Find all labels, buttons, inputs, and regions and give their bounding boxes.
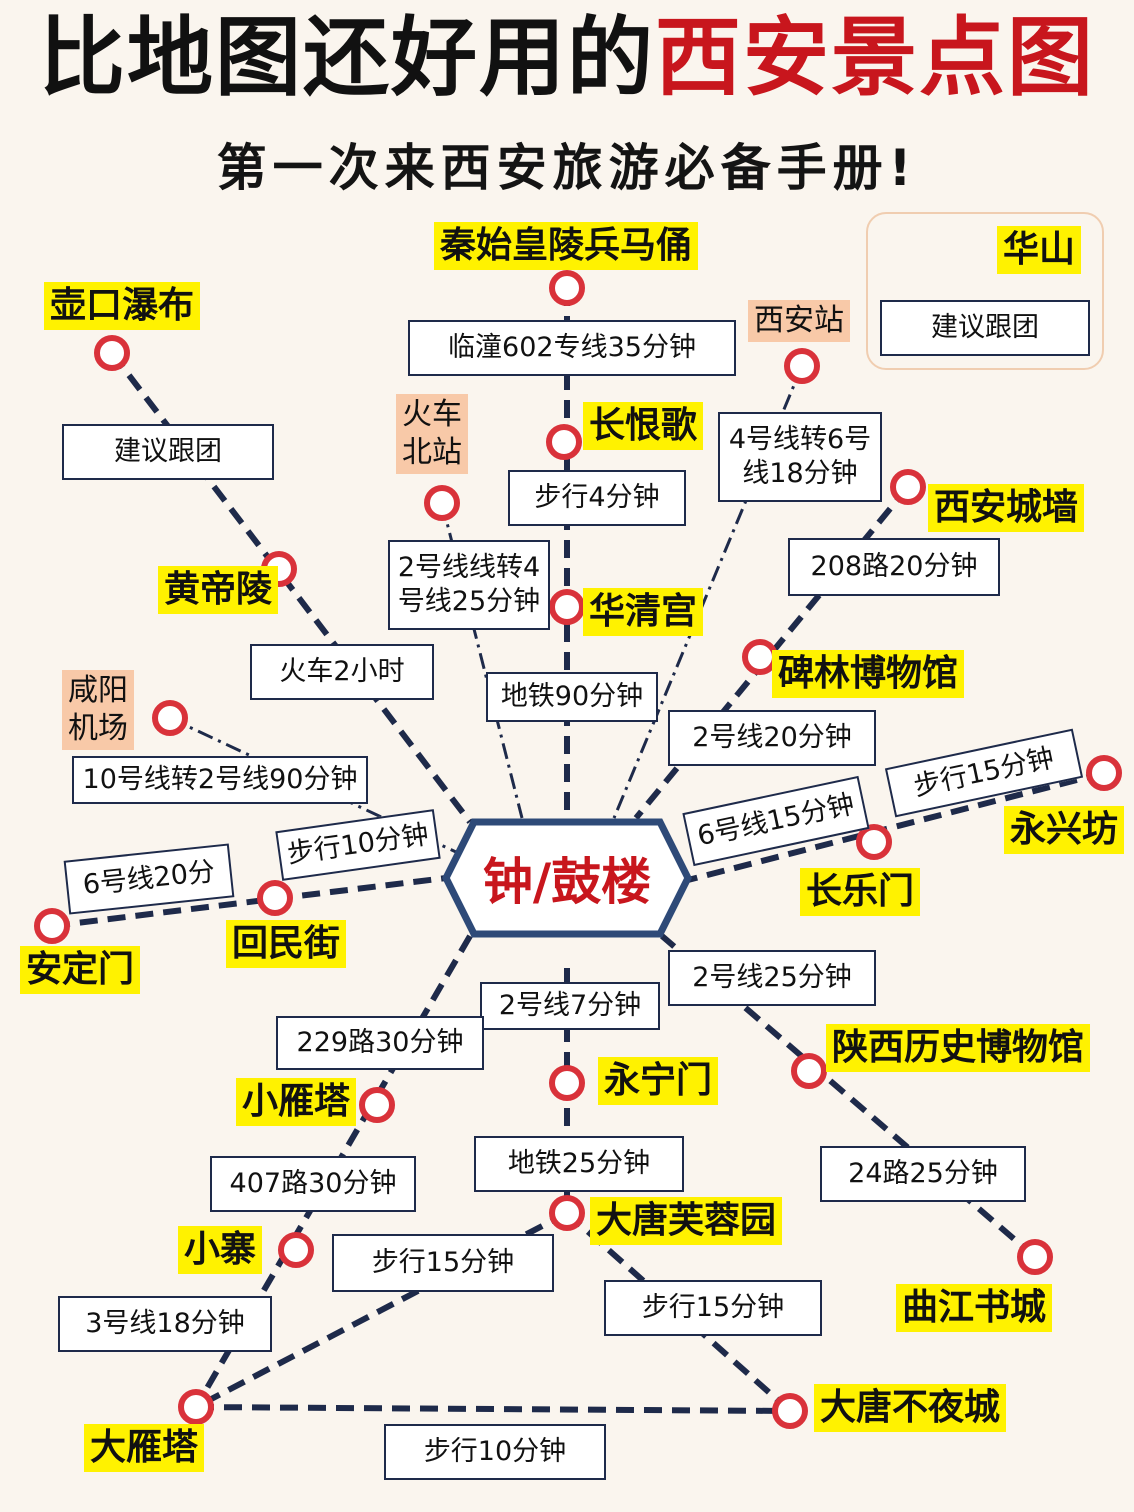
route-box-r17: 229路30分钟 <box>276 1016 484 1070</box>
route-box-r23: 3号线18分钟 <box>58 1296 272 1352</box>
route-box-r2: 建议跟团 <box>62 424 274 480</box>
spot-citywall[interactable]: 西安城墙 <box>928 484 1085 532</box>
node-yongxingfang[interactable] <box>1086 755 1122 791</box>
spot-beilin[interactable]: 碑林博物馆 <box>772 650 965 698</box>
spot-changlemen[interactable]: 长乐门 <box>800 868 921 916</box>
spot-yongning[interactable]: 永宁门 <box>598 1057 719 1105</box>
node-furong[interactable] <box>549 1195 585 1231</box>
route-box-r16: 2号线7分钟 <box>480 982 660 1030</box>
node-hukou[interactable] <box>94 335 130 371</box>
line-xian-station <box>612 365 804 819</box>
node-shaanxi-museum[interactable] <box>791 1053 827 1089</box>
route-box-r8: 地铁90分钟 <box>486 672 658 722</box>
node-anding[interactable] <box>34 908 70 944</box>
station-xian[interactable]: 西安站 <box>748 300 850 342</box>
hub-label[interactable]: 钟/鼓楼 <box>482 853 652 911</box>
spot-hukou[interactable]: 壶口瀑布 <box>44 282 201 330</box>
line-biggoose-buye <box>195 1404 791 1414</box>
node-huaqing[interactable] <box>549 589 585 625</box>
title-accent: 西安景点图 <box>655 8 1095 108</box>
node-beilin[interactable] <box>742 639 778 675</box>
spot-xiaozhai[interactable]: 小寨 <box>178 1226 263 1274</box>
route-box-r21: 步行15分钟 <box>332 1234 554 1292</box>
route-box-r18: 地铁25分钟 <box>474 1136 684 1192</box>
spot-furong[interactable]: 大唐芙蓉园 <box>590 1197 783 1245</box>
node-yongning[interactable] <box>549 1065 585 1101</box>
route-box-r15: 2号线25分钟 <box>668 950 876 1006</box>
hub-hexagon[interactable] <box>442 818 692 938</box>
page-title: 比地图还好用的西安景点图 <box>0 6 1134 110</box>
route-box-r4: 4号线转6号 线18分钟 <box>718 412 882 502</box>
spot-huaqing[interactable]: 华清宫 <box>583 588 704 636</box>
spot-qujiang[interactable]: 曲江书城 <box>896 1284 1053 1332</box>
node-terracotta[interactable] <box>549 270 585 306</box>
legend-mountain-label: 华山 <box>997 226 1082 274</box>
station-airport[interactable]: 咸阳 机场 <box>62 670 134 750</box>
node-datang-buye[interactable] <box>772 1393 808 1429</box>
route-box-r19: 407路30分钟 <box>210 1156 416 1212</box>
route-box-r20: 24路25分钟 <box>820 1146 1026 1202</box>
node-xian-station[interactable] <box>784 348 820 384</box>
node-qujiang[interactable] <box>1017 1239 1053 1275</box>
route-box-r7: 火车2小时 <box>250 644 434 700</box>
route-box-r10: 10号线转2号线90分钟 <box>72 756 368 804</box>
spot-shaanxi-museum[interactable]: 陕西历史博物馆 <box>826 1024 1091 1072</box>
node-small-goose[interactable] <box>359 1087 395 1123</box>
spot-huimin[interactable]: 回民街 <box>226 920 347 968</box>
node-xiaozhai[interactable] <box>278 1232 314 1268</box>
spot-huangdiling[interactable]: 黄帝陵 <box>158 566 279 614</box>
legend-note: 建议跟团 <box>880 300 1090 356</box>
spot-yongxingfang[interactable]: 永兴坊 <box>1004 806 1125 854</box>
spot-terracotta[interactable]: 秦始皇陵兵马俑 <box>434 222 699 270</box>
node-airport[interactable] <box>152 700 188 736</box>
node-big-goose[interactable] <box>178 1389 214 1425</box>
line-anding <box>51 875 447 929</box>
route-box-r5: 2号线线转4 号线25分钟 <box>388 540 550 630</box>
node-citywall[interactable] <box>890 469 926 505</box>
line-yongxing <box>687 770 1105 883</box>
route-box-r3: 步行4分钟 <box>508 470 686 526</box>
node-changhenge[interactable] <box>546 424 582 460</box>
route-box-r6: 208路20分钟 <box>788 538 1000 596</box>
route-box-r22: 步行15分钟 <box>604 1280 822 1336</box>
page-subtitle: 第一次来西安旅游必备手册! <box>216 139 918 197</box>
spot-anding[interactable]: 安定门 <box>20 946 141 994</box>
spot-changhenge[interactable]: 长恨歌 <box>583 402 704 450</box>
title-main: 比地图还好用的 <box>39 8 655 108</box>
node-changlemen[interactable] <box>856 824 892 860</box>
route-box-r9: 2号线20分钟 <box>668 710 876 766</box>
node-huimin[interactable] <box>257 880 293 916</box>
spot-small-goose[interactable]: 小雁塔 <box>236 1078 357 1126</box>
route-box-r24: 步行10分钟 <box>384 1424 606 1480</box>
route-box-r1: 临潼602专线35分钟 <box>408 320 736 376</box>
station-north[interactable]: 火车 北站 <box>396 394 468 474</box>
spot-datang-buye[interactable]: 大唐不夜城 <box>814 1384 1007 1432</box>
spot-big-goose[interactable]: 大雁塔 <box>84 1424 205 1472</box>
node-north-station[interactable] <box>424 485 460 521</box>
